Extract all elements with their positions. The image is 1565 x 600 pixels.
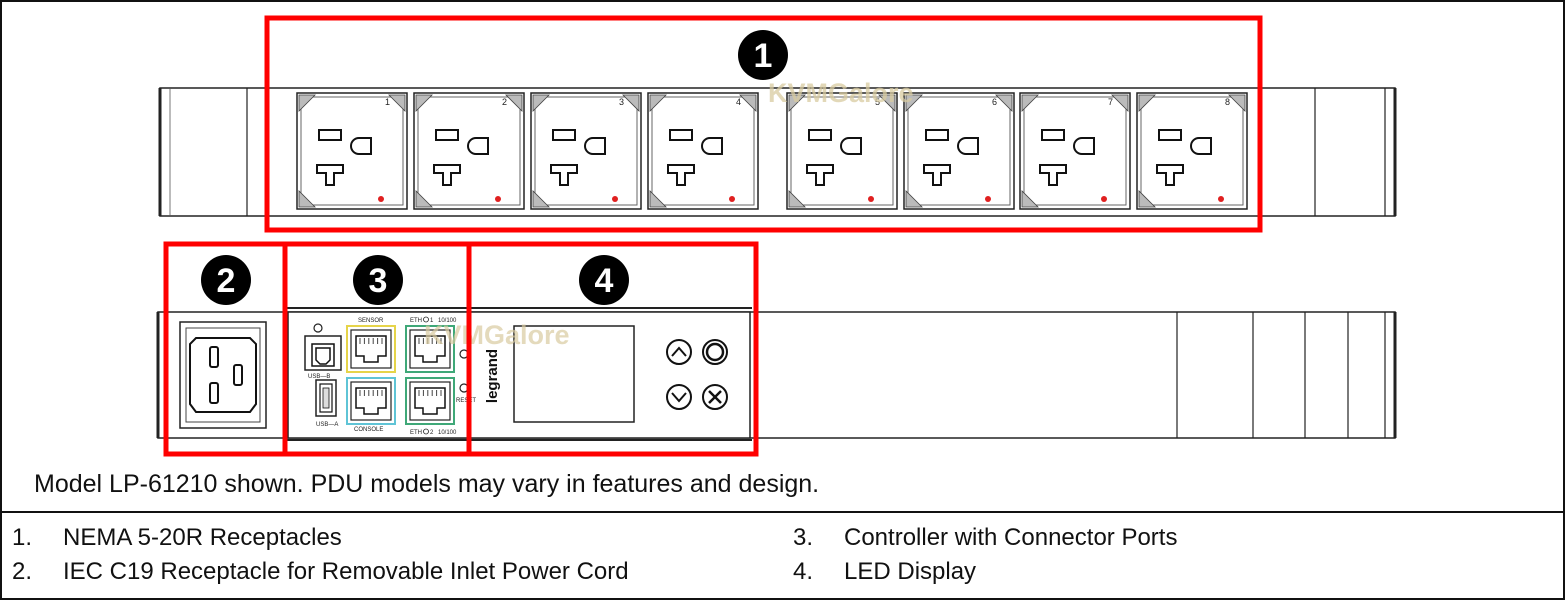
- outlet-indicator-dot: [985, 196, 991, 202]
- down-button[interactable]: [666, 384, 692, 410]
- callout-badge-1: 1: [738, 30, 788, 80]
- eth2-label: ETH: [410, 430, 422, 436]
- eth2-indicator: [423, 428, 429, 435]
- nema-outlet-2: 2: [413, 92, 525, 210]
- model-caption: Model LP-61210 shown. PDU models may var…: [34, 470, 819, 498]
- led-indicator: [313, 323, 323, 333]
- callout-badge-2: 2: [201, 255, 251, 305]
- eth1-number: 1: [430, 318, 434, 324]
- outlet-indicator-dot: [868, 196, 874, 202]
- up-button[interactable]: [666, 339, 692, 365]
- callout-number-2: 2: [217, 262, 236, 300]
- watermark-bottom: KVMGalore: [424, 320, 570, 350]
- legend: 1. NEMA 5-20R Receptacles 2. IEC C19 Rec…: [12, 524, 1177, 585]
- brand-logo: legrand: [484, 349, 501, 403]
- reset-label: RESET: [456, 398, 476, 404]
- legend-num-3: 3.: [793, 524, 813, 551]
- led-display-screen: [513, 325, 635, 423]
- legend-num-2: 2.: [12, 558, 32, 585]
- outlet-number: 4: [736, 97, 741, 107]
- outlet-number: 5: [875, 97, 880, 107]
- controller-panel: USB—B USB—A SENSOR CONSOLE ETH 1 10/100 …: [287, 311, 751, 439]
- legend-text-2: IEC C19 Receptacle for Removable Inlet P…: [63, 558, 629, 585]
- eth2-number: 2: [430, 430, 434, 436]
- outlet-indicator-dot: [1101, 196, 1107, 202]
- callout-box-4: [466, 241, 759, 457]
- nema-outlet-3: 3: [530, 92, 642, 210]
- circle-icon: [705, 342, 725, 362]
- callout-number-4: 4: [595, 262, 614, 300]
- nema-outlet-6: 6: [903, 92, 1015, 210]
- eth1-label: ETH: [410, 318, 422, 324]
- console-label: CONSOLE: [354, 427, 383, 433]
- outlet-indicator-dot: [495, 196, 501, 202]
- chevron-down-icon: [671, 392, 687, 403]
- callout-badge-3: 3: [353, 255, 403, 305]
- usb-a-port[interactable]: [315, 379, 337, 417]
- legend-num-1: 1.: [12, 524, 32, 551]
- eth2-port[interactable]: [405, 377, 455, 425]
- nema-outlet-4: 4: [647, 92, 759, 210]
- callout-box-1: [264, 15, 1263, 233]
- legend-text-4: LED Display: [844, 558, 976, 585]
- nema-outlet-8: 8: [1136, 92, 1248, 210]
- eth1-speed: 10/100: [438, 318, 457, 324]
- eth1-port[interactable]: [405, 325, 455, 373]
- outlet-number: 7: [1108, 97, 1113, 107]
- eth2-speed: 10/100: [438, 430, 457, 436]
- chevron-up-icon: [671, 346, 687, 357]
- close-icon: [708, 390, 722, 404]
- callout-number-3: 3: [369, 262, 388, 300]
- legend-text-3: Controller with Connector Ports: [844, 524, 1177, 551]
- legend-num-4: 4.: [793, 558, 813, 585]
- watermark-top: KVMGalore: [768, 78, 914, 108]
- callout-badge-4: 4: [579, 255, 629, 305]
- sensor-label: SENSOR: [358, 318, 384, 324]
- console-port[interactable]: [346, 377, 396, 425]
- outlet-indicator-dot: [1218, 196, 1224, 202]
- callout-number-1: 1: [754, 37, 773, 75]
- outlet-indicator-dot: [729, 196, 735, 202]
- outlet-number: 1: [385, 97, 390, 107]
- nema-outlet-1: 1: [296, 92, 408, 210]
- nema-outlet-7: 7: [1019, 92, 1131, 210]
- eth1-indicator: [423, 316, 429, 323]
- enter-button[interactable]: [702, 339, 728, 365]
- cancel-button[interactable]: [702, 384, 728, 410]
- nema-receptacle-row: 1 2 3 4 5 6 7 8: [296, 92, 1248, 210]
- iec-c19-inlet: [179, 321, 267, 429]
- nema-outlet-5: 5: [786, 92, 898, 210]
- usb-b-label: USB—B: [308, 374, 330, 380]
- usb-a-label: USB—A: [316, 422, 338, 428]
- outlet-number: 6: [992, 97, 997, 107]
- outlet-indicator-dot: [612, 196, 618, 202]
- outlet-indicator-dot: [378, 196, 384, 202]
- legend-text-1: NEMA 5-20R Receptacles: [63, 524, 342, 551]
- usb-b-port[interactable]: [304, 335, 342, 371]
- outlet-number: 3: [619, 97, 624, 107]
- outlet-number: 8: [1225, 97, 1230, 107]
- sensor-port[interactable]: [346, 325, 396, 373]
- outlet-number: 2: [502, 97, 507, 107]
